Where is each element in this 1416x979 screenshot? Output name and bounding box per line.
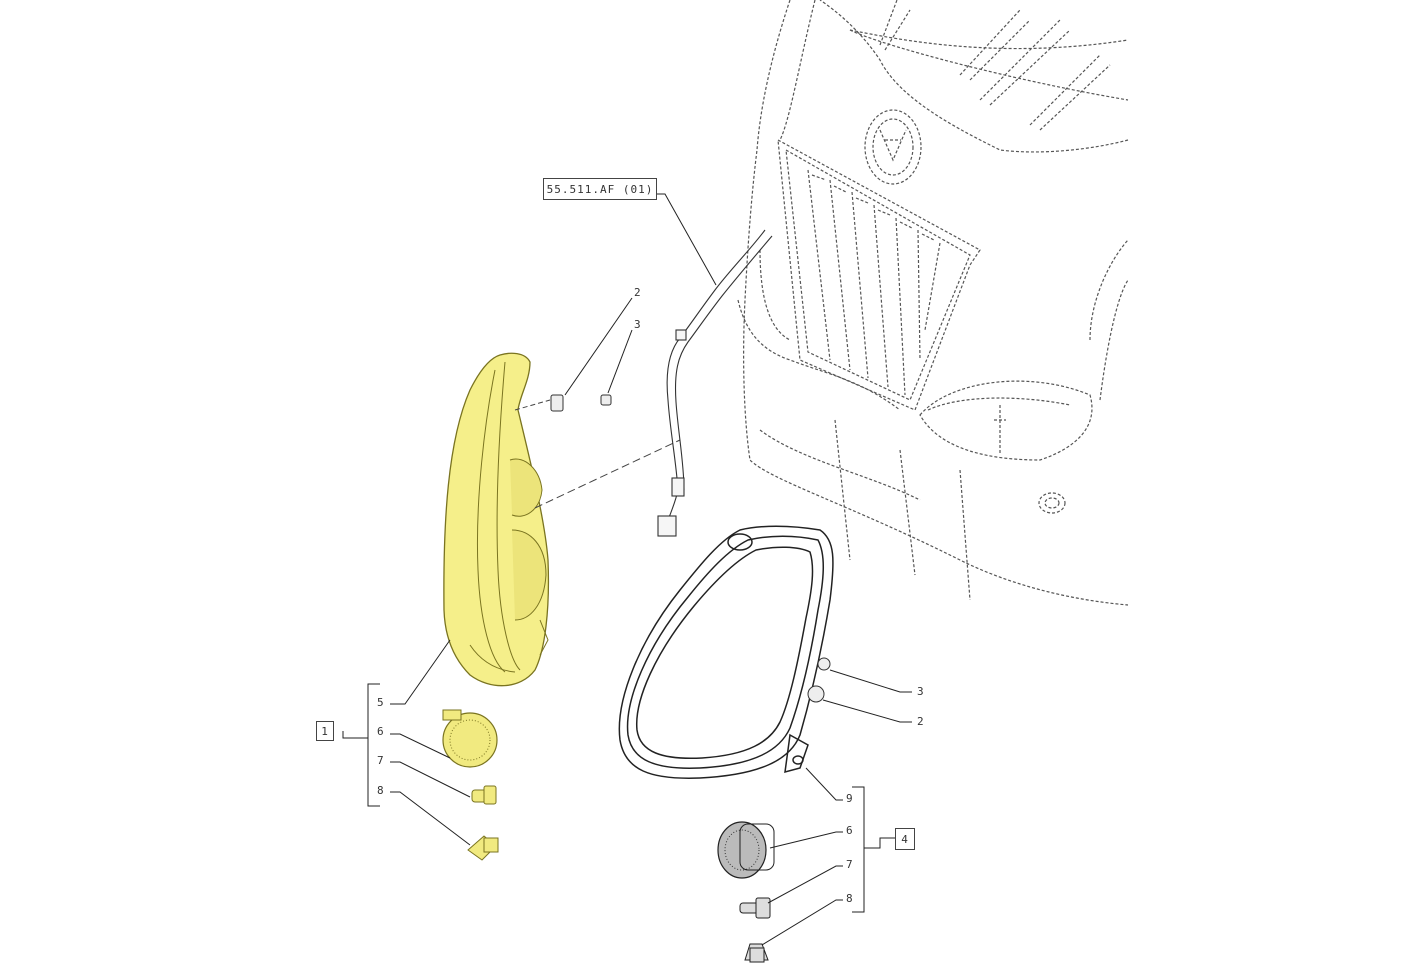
right-fasteners bbox=[807, 657, 831, 703]
left-callout-5: 5 bbox=[377, 696, 384, 709]
wiring-harness bbox=[657, 229, 773, 537]
right-callout-8: 8 bbox=[846, 892, 853, 905]
left-headlamp-assembly bbox=[443, 352, 681, 687]
right-small-parts bbox=[717, 821, 775, 963]
right-group-box: 4 bbox=[895, 828, 915, 850]
left-bulb-socket-6 bbox=[442, 709, 498, 768]
right-callout-3: 3 bbox=[917, 685, 924, 698]
reference-label-box: 55.511.AF (01) bbox=[543, 178, 657, 200]
left-callout-7: 7 bbox=[377, 754, 384, 767]
left-bulb-8 bbox=[467, 835, 499, 861]
tractor-hood bbox=[737, 0, 1129, 606]
left-small-parts bbox=[442, 709, 499, 861]
right-callout-6: 6 bbox=[846, 824, 853, 837]
left-callout-2: 2 bbox=[634, 286, 641, 299]
right-bulb-socket-6 bbox=[717, 821, 775, 879]
left-group-box-label: 1 bbox=[321, 724, 329, 738]
right-callout-7: 7 bbox=[846, 858, 853, 871]
left-callout-6: 6 bbox=[377, 725, 384, 738]
left-callout-3: 3 bbox=[634, 318, 641, 331]
left-group-box: 1 bbox=[316, 721, 334, 741]
right-bulb-8 bbox=[744, 943, 769, 963]
reference-label: 55.511.AF (01) bbox=[546, 182, 654, 196]
right-group-box-label: 4 bbox=[901, 832, 909, 846]
leader-lines bbox=[342, 193, 912, 946]
left-callout-8: 8 bbox=[377, 784, 384, 797]
right-bulb-7 bbox=[739, 897, 771, 919]
left-bulb-7 bbox=[471, 785, 497, 805]
right-callout-2: 2 bbox=[917, 715, 924, 728]
left-fasteners bbox=[550, 394, 612, 412]
right-callout-9: 9 bbox=[846, 792, 853, 805]
right-headlamp-housing bbox=[618, 525, 834, 779]
